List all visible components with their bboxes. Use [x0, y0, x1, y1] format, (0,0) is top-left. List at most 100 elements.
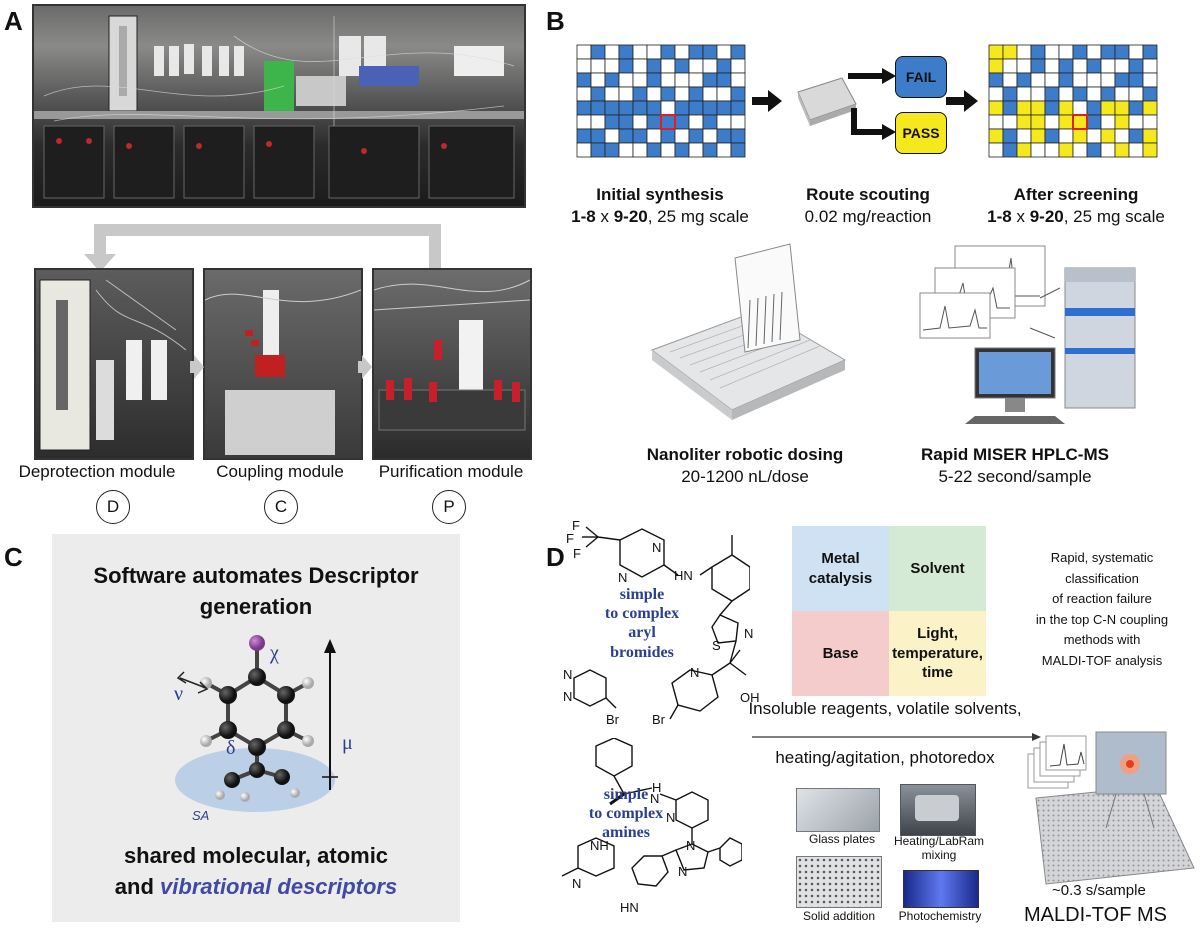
grid-cell: [674, 142, 690, 158]
grid-cell: [590, 142, 606, 158]
photochemistry-label: Photochemistry: [898, 909, 982, 923]
grid-cell: [1072, 58, 1088, 74]
grid-cell: [1044, 86, 1060, 102]
grid-cell: [1016, 86, 1032, 102]
grid-cell: [1072, 86, 1088, 102]
grid-cell: [1072, 142, 1088, 158]
grid-cell: [604, 72, 620, 88]
grid-cell: [1016, 100, 1032, 116]
after-screening-grid: [988, 44, 1158, 158]
grid-cell: [988, 44, 1004, 60]
atom-n9: N: [686, 838, 696, 853]
grid-cell: [674, 44, 690, 60]
grid-cell: [1058, 72, 1074, 88]
atom-n10: N: [678, 864, 688, 879]
robot-overview-illustration: [34, 15, 524, 199]
initial-scale-line: 1-8 x 9-20, 25 mg scale: [555, 206, 765, 228]
grid-cell: [716, 114, 732, 130]
grid-cell: [632, 44, 648, 60]
grid-cell: [716, 100, 732, 116]
grid-cell: [1128, 142, 1144, 158]
grid-cell: [576, 114, 592, 130]
grid-cell: [646, 58, 662, 74]
grid-cell: [1142, 100, 1158, 116]
grid-cell: [1044, 58, 1060, 74]
grid-cell: [618, 100, 634, 116]
grid-cell: [688, 128, 704, 144]
grid-cell: [1058, 58, 1074, 74]
category-metal-catalysis: Metal catalysis: [792, 526, 889, 611]
glass-plates-thumb: [796, 788, 880, 832]
grid-cell: [730, 114, 746, 130]
grid-cell: [660, 44, 676, 60]
fail-pass-branch: [848, 68, 896, 140]
grid-cell: [688, 86, 704, 102]
grid-cell: [1114, 58, 1130, 74]
grid-cell: [590, 72, 606, 88]
grid-cell: [1072, 114, 1088, 130]
grid-cell: [576, 100, 592, 116]
grid-cell: [590, 58, 606, 74]
panel-b-label: B: [546, 6, 565, 36]
grid-cell: [618, 114, 634, 130]
grid-cell: [1072, 44, 1088, 60]
grid-cell: [590, 44, 606, 60]
hplc-title: Rapid MISER HPLC-MS: [921, 445, 1109, 464]
microplate-image: [797, 77, 857, 126]
grid-cell: [1044, 142, 1060, 158]
grid-cell: [1030, 142, 1046, 158]
grid-cell: [1128, 72, 1144, 88]
grid-cell: [576, 58, 592, 74]
grid-cell: [1058, 128, 1074, 144]
grid-cell: [1044, 100, 1060, 116]
maldi-rate: ~0.3 s/sample: [1052, 882, 1146, 899]
highlighted-cell: [660, 114, 676, 130]
grid-cell: [632, 100, 648, 116]
grid-cell: [702, 44, 718, 60]
grid-cell: [1142, 86, 1158, 102]
grid-cell: [660, 114, 676, 130]
conditions-line-2: heating/agitation, photoredox: [775, 748, 995, 767]
descriptor-bottom-text: shared molecular, atomic and vibrational…: [60, 840, 452, 902]
grid-cell: [688, 142, 704, 158]
grid-cell: [716, 72, 732, 88]
after-times: x: [1016, 207, 1025, 226]
grid-cell: [730, 72, 746, 88]
grid-cell: [1086, 114, 1102, 130]
atom-n5: N: [563, 667, 573, 682]
descriptor-bottom-line2: and vibrational descriptors: [60, 871, 452, 902]
atom-hn: HN: [674, 568, 693, 583]
maldi-plate-illustration: [1027, 731, 1195, 885]
deprotection-module-label: Deprotection module: [18, 462, 176, 481]
amines-text: simple to complex amines: [588, 786, 664, 842]
purification-module-label: Purification module: [378, 462, 524, 481]
grid-cell: [590, 114, 606, 130]
grid-cell: [674, 100, 690, 116]
grid-cell: [576, 86, 592, 102]
grid-cell: [988, 58, 1004, 74]
grid-cell: [1128, 86, 1144, 102]
maldi-instrument-label: MALDI-TOF MS: [1024, 904, 1167, 926]
grid-cell: [988, 114, 1004, 130]
pass-box: PASS: [895, 112, 947, 154]
grid-cell: [1128, 44, 1144, 60]
grid-cell: [1016, 142, 1032, 158]
arrow-c-to-p: [358, 355, 372, 379]
atom-s: S: [712, 638, 721, 653]
grid-cell: [674, 72, 690, 88]
grid-cell: [1002, 86, 1018, 102]
grid-cell: [988, 142, 1004, 158]
grid-cell: [604, 114, 620, 130]
dosing-title: Nanoliter robotic dosing: [646, 445, 844, 464]
grid-cell: [1114, 128, 1130, 144]
grid-cell: [1086, 100, 1102, 116]
initial-range-1: 1-8: [571, 207, 596, 226]
grid-cell: [1030, 114, 1046, 130]
grid-cell: [632, 114, 648, 130]
descriptor-box: [52, 534, 460, 922]
initial-range-2: 9-20: [613, 207, 648, 226]
grid-cell: [1016, 128, 1032, 144]
atom-oh: OH: [740, 690, 760, 705]
after-title: After screening: [1013, 185, 1139, 204]
grid-cell: [1114, 142, 1130, 158]
